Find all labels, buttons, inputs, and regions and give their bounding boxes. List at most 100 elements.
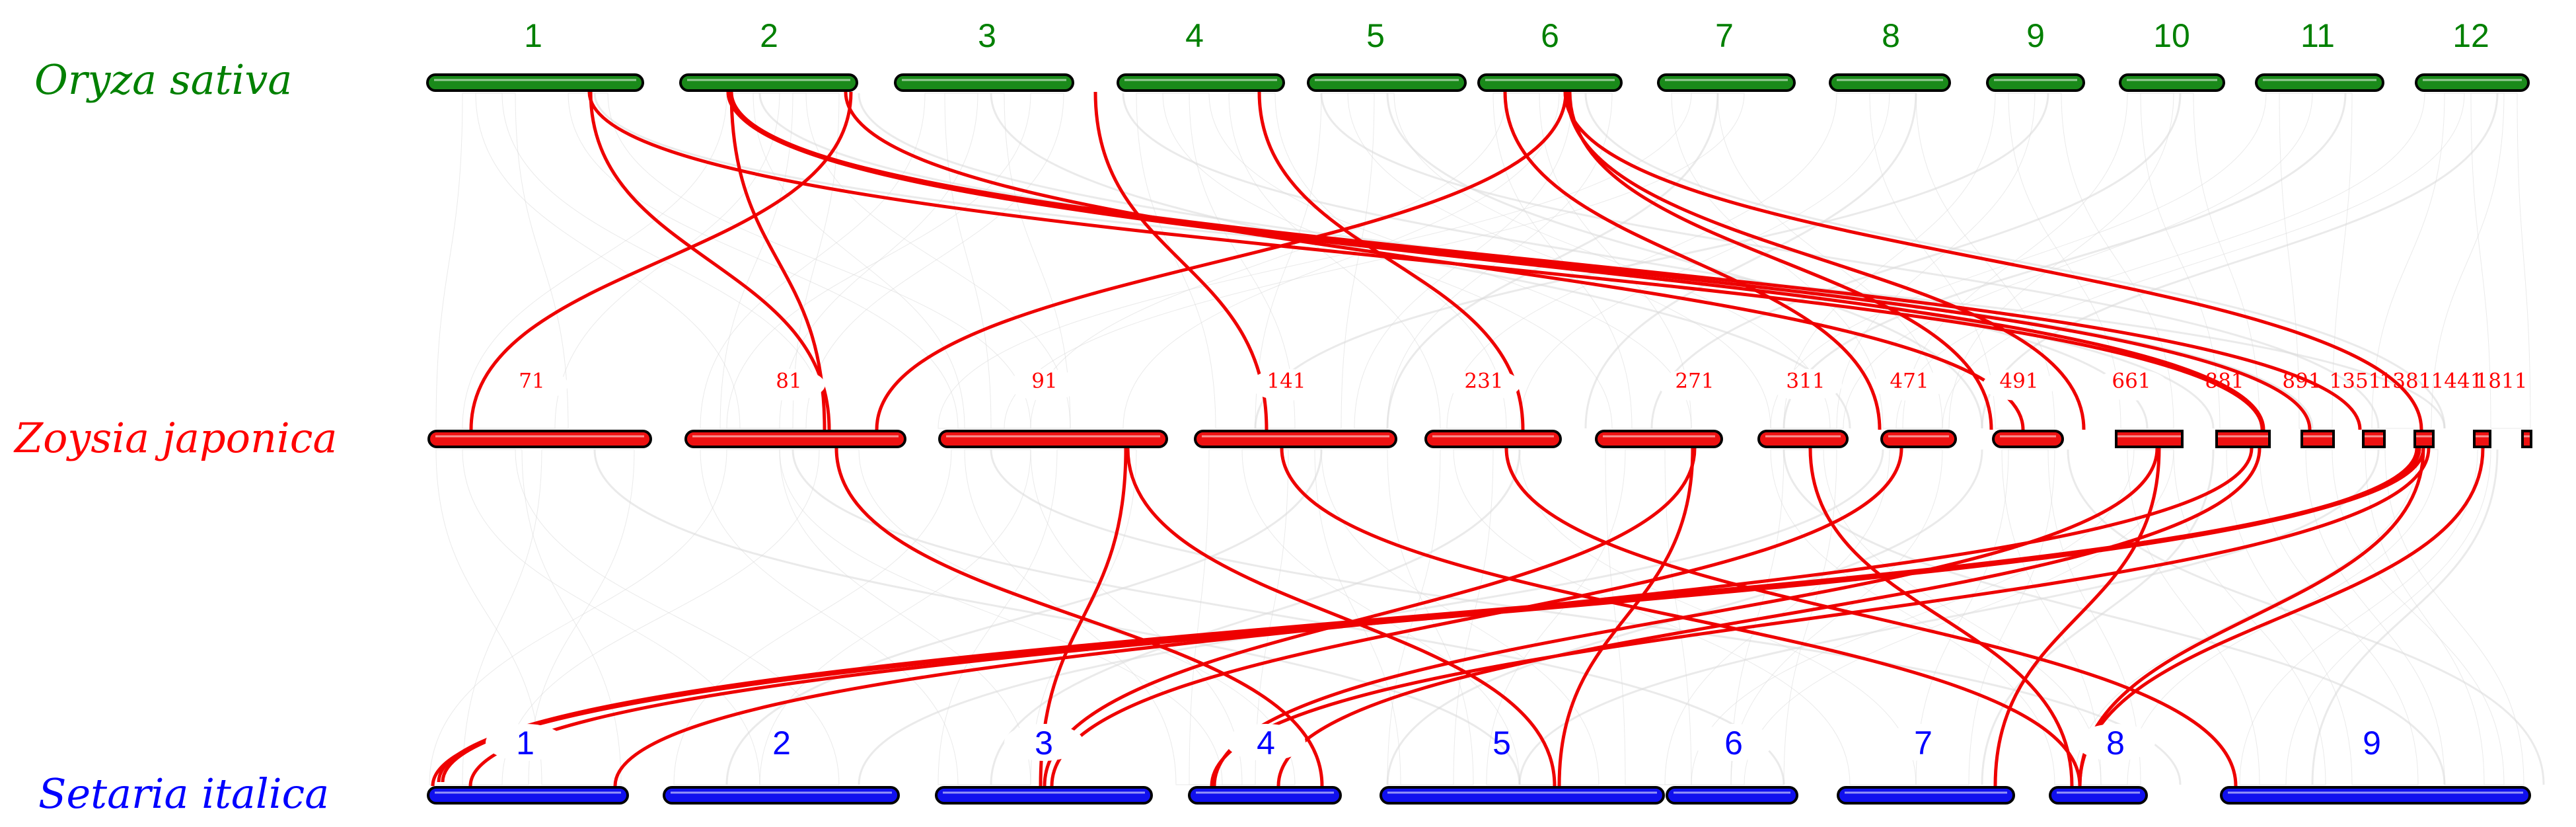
top-chr-label: 6 <box>1541 17 1559 54</box>
chromosome-bar <box>1477 73 1623 92</box>
middle-scaffold-labels: 71 81 91 141 231 271 311 471 491 661 881… <box>519 370 2527 393</box>
chromosome-bar-body <box>2220 786 2531 805</box>
top-chr-label: 10 <box>2153 17 2190 54</box>
chromosome-bar-body <box>426 73 644 92</box>
red-link <box>1563 91 2423 430</box>
gray-link <box>2470 93 2531 429</box>
chromosome-bar <box>1757 430 1849 448</box>
species-label-zoysia: Zoysia japonica <box>13 414 337 462</box>
chromosome-bar-body <box>2473 430 2491 448</box>
bottom-chr-label: 7 <box>1914 725 1932 762</box>
label-bubble <box>1983 369 2055 401</box>
species-label-setaria: Setaria italica <box>38 769 329 818</box>
chromosome-bar <box>2413 430 2435 448</box>
chromosome-bar-body <box>1992 430 2064 448</box>
gray-link <box>462 449 840 785</box>
chromosome-bar-body <box>2300 430 2335 448</box>
red-link <box>587 91 2264 430</box>
mid-scaffold-label: 81 <box>776 370 801 393</box>
red-link <box>1276 448 2262 787</box>
chromosome-bar-body <box>935 786 1153 805</box>
label-bubble <box>1769 369 1842 401</box>
gray-link <box>779 449 1296 785</box>
chromosome-bar <box>935 786 1153 805</box>
mid-scaffold-label: 661 <box>2112 370 2151 393</box>
chromosome-bar-body <box>894 73 1074 92</box>
chromosome-bar <box>1666 786 1798 805</box>
chromosome-bar-body <box>684 430 906 448</box>
top-chromosome-numbers: 1 2 3 4 5 6 7 8 9 10 11 12 <box>524 17 2489 54</box>
gray-thin-link <box>1584 93 1917 429</box>
chromosome-bars <box>426 73 2532 805</box>
red-link <box>1210 448 2431 787</box>
chromosome-bar-body <box>1837 786 2015 805</box>
red-link <box>2078 448 2425 787</box>
mid-scaffold-label: 1351 <box>2330 370 2382 393</box>
chromosome-bar <box>2220 786 2531 805</box>
chromosome-bar-body <box>1188 786 1342 805</box>
gray-thin-link <box>990 449 1521 785</box>
gray-link <box>938 93 1745 429</box>
mid-scaffold-label: 311 <box>1786 370 1825 393</box>
mid-scaffold-label: 491 <box>1999 370 2038 393</box>
mid-scaffold-label: 471 <box>1890 370 1929 393</box>
gray-link <box>1446 93 1890 429</box>
bottom-chr-label: 1 <box>516 725 534 762</box>
gray-link <box>462 449 635 785</box>
red-link <box>469 91 853 430</box>
chromosome-bar <box>2119 73 2225 92</box>
chromosome-bar <box>1595 430 1723 448</box>
red-link <box>1257 91 1525 430</box>
mid-scaffold-label: 1381 <box>2380 370 2432 393</box>
chromosome-bar-body <box>1424 430 1562 448</box>
mid-scaffold-label: 141 <box>1267 370 1306 393</box>
red-link <box>1557 448 1695 787</box>
chromosome-bar <box>1424 430 1562 448</box>
red-link <box>1126 448 1557 787</box>
chromosome-bar-body <box>1194 430 1397 448</box>
red-link <box>875 91 1568 430</box>
chromosome-bar <box>2215 430 2271 448</box>
gray-link <box>2279 93 2353 429</box>
gray-link <box>2365 449 2524 785</box>
chromosome-bar <box>2415 73 2530 92</box>
top-chr-label: 3 <box>978 17 996 54</box>
chromosome-bar <box>2115 430 2184 448</box>
top-chr-label: 9 <box>2026 17 2045 54</box>
red-link <box>589 91 831 430</box>
gray-link <box>1915 449 2055 785</box>
chromosome-bar <box>426 73 644 92</box>
red-link <box>1043 448 1697 787</box>
label-bubble <box>1448 369 1520 401</box>
chromosome-bar <box>2255 73 2384 92</box>
gray-link <box>1387 449 1494 785</box>
gray-link <box>938 449 1137 785</box>
chromosome-bar <box>894 73 1074 92</box>
gray-link <box>435 93 569 429</box>
gray-link <box>964 449 1243 785</box>
gray-link <box>1895 93 2465 429</box>
bottom-chromosome-numbers: 1 2 3 4 5 6 7 8 9 <box>516 725 2381 762</box>
gray-link <box>2074 449 2439 785</box>
chromosome-bar <box>1880 430 1957 448</box>
gray-thin-link <box>1650 93 2182 429</box>
chromosome-bar-body <box>2413 430 2435 448</box>
label-bubble <box>1008 369 1081 401</box>
red-link <box>1993 448 2161 787</box>
gray-link <box>2371 93 2505 429</box>
mid-scaffold-label: 271 <box>1675 370 1714 393</box>
gray-thin-link <box>1122 93 2149 429</box>
mid-scaffold-label: 91 <box>1031 370 1057 393</box>
chromosome-bar-body <box>1986 73 2085 92</box>
gray-link <box>429 449 820 785</box>
gray-thin-link <box>1783 93 2347 429</box>
bottom-chr-label: 4 <box>1257 725 1275 762</box>
chromosome-bar <box>679 73 858 92</box>
gray-link <box>2001 449 2141 785</box>
gray-link <box>1902 93 2174 429</box>
chromosome-bar-body <box>679 73 858 92</box>
gray-link <box>462 93 780 429</box>
mid-scaffold-label: 881 <box>2205 370 2244 393</box>
gray-thin-link <box>725 449 1323 785</box>
